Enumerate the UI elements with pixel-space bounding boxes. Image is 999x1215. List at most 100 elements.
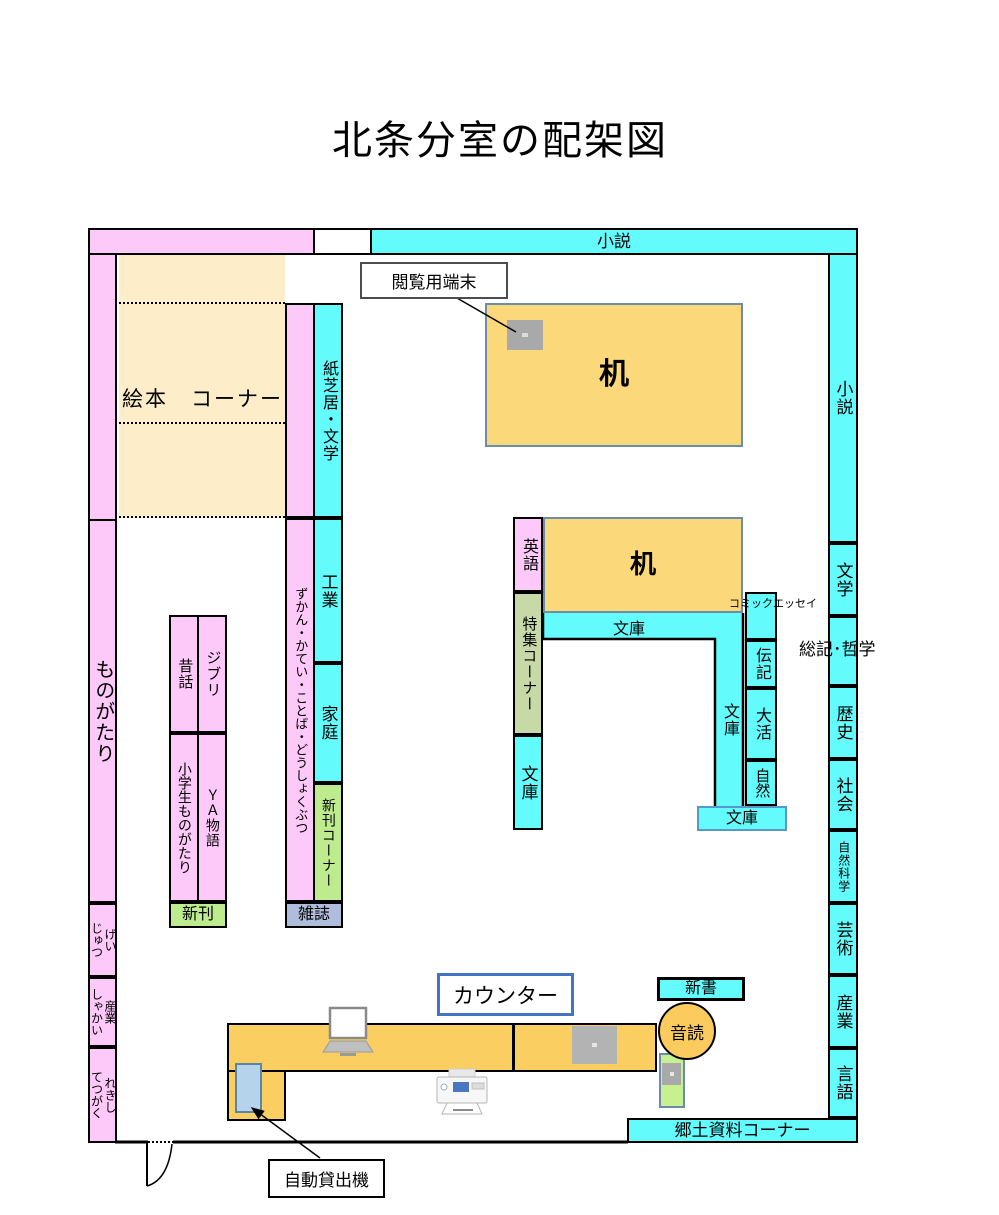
- picture-book-label: 絵本 コーナー: [122, 388, 283, 411]
- shelf-label: げい じゅつ: [89, 922, 117, 958]
- bunko-l-fill: [543, 613, 743, 806]
- listening-machine-dot: [670, 1072, 674, 1076]
- shelf-label: 文庫: [518, 764, 538, 801]
- shelf-novel-right: 小説: [828, 253, 858, 543]
- callout-label: 閲覧用端末: [391, 273, 477, 292]
- counter-label: カウンター: [453, 984, 558, 1008]
- shelf-bungaku: 文学: [828, 543, 858, 616]
- counter-label-box: カウンター: [437, 973, 574, 1016]
- counter-pad: [572, 1026, 617, 1064]
- terminal-device: [507, 320, 543, 350]
- shelf-soki-tetsugaku: 総記･哲学: [799, 616, 876, 686]
- desk-2: 机: [543, 517, 743, 613]
- shelf-zukan: ずかん・かてい・ことば・どうしょくぶつ: [285, 518, 315, 902]
- shelf-label: 産業 しゃかい: [89, 988, 117, 1036]
- shelf-label: 芸術: [833, 921, 853, 957]
- shelf-shizen: 自然: [745, 760, 777, 806]
- shelf-kogyo: 工業: [313, 518, 343, 663]
- shelf-label: 郷土資料コーナー: [674, 1120, 811, 1140]
- shelf-novel-top: 小説: [370, 228, 858, 255]
- shelf-label: ジブリ: [204, 650, 222, 698]
- shelf-kyodo-corner: 郷土資料コーナー: [627, 1118, 858, 1143]
- shelf-shinsho: 新書: [657, 977, 745, 1001]
- shelf-katei: 家庭: [313, 663, 343, 783]
- page-title: 北条分室の配架図: [332, 119, 668, 163]
- shelf-label: 社会: [833, 776, 853, 813]
- shelf-shakai: 社会: [828, 759, 858, 830]
- shelf-label: 雑誌: [297, 906, 330, 924]
- shelf-rekishi-left: れきし てつがく: [88, 1047, 117, 1143]
- counter-pad-dot: [592, 1043, 597, 1047]
- shelf-label: ずかん・かてい・ことば・どうしょくぶつ: [293, 586, 309, 834]
- shelf-sangyo-right: 産業: [828, 975, 858, 1048]
- shelf-geijutsu-right: 芸術: [828, 903, 858, 975]
- picture-book-divider: [119, 422, 285, 424]
- shelf-daikatsu: 大活: [745, 688, 777, 760]
- shelf-shinkan: 新刊: [169, 902, 227, 928]
- shelf-ghibli: ジブリ: [197, 615, 227, 733]
- shelf-label: 新刊コーナー: [320, 797, 337, 888]
- shelf-label: 文庫: [721, 703, 738, 737]
- shelf-label: 紙芝居・文学: [319, 359, 337, 462]
- shelf-label: 文学: [833, 561, 853, 598]
- checkout-callout: 自動貸出機: [268, 1159, 385, 1198]
- shelf-label: れきし てつがく: [89, 1071, 117, 1119]
- shelf-shinkan-corner: 新刊コーナー: [313, 783, 343, 902]
- shelf-gengo: 言語: [828, 1048, 858, 1118]
- shelf-label: 歴史: [833, 704, 853, 741]
- shelf-bunko-box: 文庫: [697, 806, 787, 831]
- bunko-l-outline: [541, 613, 745, 806]
- shelf-label: 自然科学: [836, 840, 851, 893]
- desk-label: 机: [599, 358, 629, 392]
- top-pink-shelf: [88, 228, 315, 255]
- shelf-label: 小説: [597, 231, 631, 251]
- shelf-label: 特集コーナー: [520, 615, 538, 712]
- shelf-label: 文庫: [725, 809, 758, 827]
- shelf-label: 伝記: [752, 647, 770, 681]
- listening-machine: [659, 1053, 685, 1108]
- desk-label: 机: [629, 549, 656, 580]
- shelf-bunko-left: 文庫: [513, 735, 543, 830]
- shelf-label: 新刊: [181, 906, 214, 924]
- shelf-geijutsu-left: げい じゅつ: [88, 903, 117, 977]
- shelf-bunko-horizontal: 文庫: [543, 615, 715, 639]
- shelf-comic-essay: コミックエッセイ: [729, 592, 817, 640]
- counter-divider: [512, 1023, 515, 1072]
- picture-book-divider: [119, 516, 285, 518]
- shelf-mukashibanashi: 昔話: [169, 615, 199, 733]
- ondoku-circle: 音読: [658, 1002, 716, 1060]
- shelf-bunko-vertical: 文庫: [715, 670, 743, 770]
- self-checkout-machine: [235, 1063, 262, 1113]
- ondoku-label: 音読: [670, 1023, 704, 1043]
- shelf-rekishi: 歴史: [828, 686, 858, 759]
- shelf-label: 大活: [752, 707, 770, 741]
- shelf-shizen-kagaku: 自然科学: [828, 830, 858, 903]
- shelf-label: 小学生ものがたり: [176, 761, 193, 874]
- shelf-shakai-left: 産業 しゃかい: [88, 977, 117, 1047]
- shelf-label: 産業: [833, 993, 853, 1030]
- shelf-tokushu-corner: 特集コーナー: [513, 592, 543, 735]
- shelf-label: 言語: [833, 1065, 853, 1101]
- shelf-zasshi: 雑誌: [285, 902, 343, 928]
- laptop-icon: [322, 1006, 374, 1056]
- shelf-kamishibai: 紙芝居・文学: [313, 303, 343, 518]
- callout-label: 自動貸出機: [284, 1171, 369, 1190]
- shelf-label: 自然: [753, 768, 771, 798]
- shelf-label: 家庭: [318, 705, 338, 741]
- shelf-label: ものがたり: [91, 658, 114, 764]
- terminal-callout: 閲覧用端末: [360, 262, 508, 299]
- shelf-label: 工業: [318, 572, 338, 609]
- shelf-label: ＹＡ物語: [204, 787, 221, 848]
- printer-icon: [436, 1068, 488, 1115]
- shelf-ya-monogatari: ＹＡ物語: [197, 733, 227, 902]
- shelf-label: 総記･哲学: [799, 640, 876, 659]
- top-wall-gap: [313, 228, 372, 255]
- shelf-label: 英語: [519, 537, 537, 572]
- shelf-eigo: 英語: [513, 517, 543, 592]
- terminal-screen-glint: [522, 333, 528, 337]
- shelf-label: コミックエッセイ: [729, 598, 817, 610]
- picture-book-area: [119, 255, 285, 518]
- shelf-monogatari: ものがたり: [88, 519, 117, 903]
